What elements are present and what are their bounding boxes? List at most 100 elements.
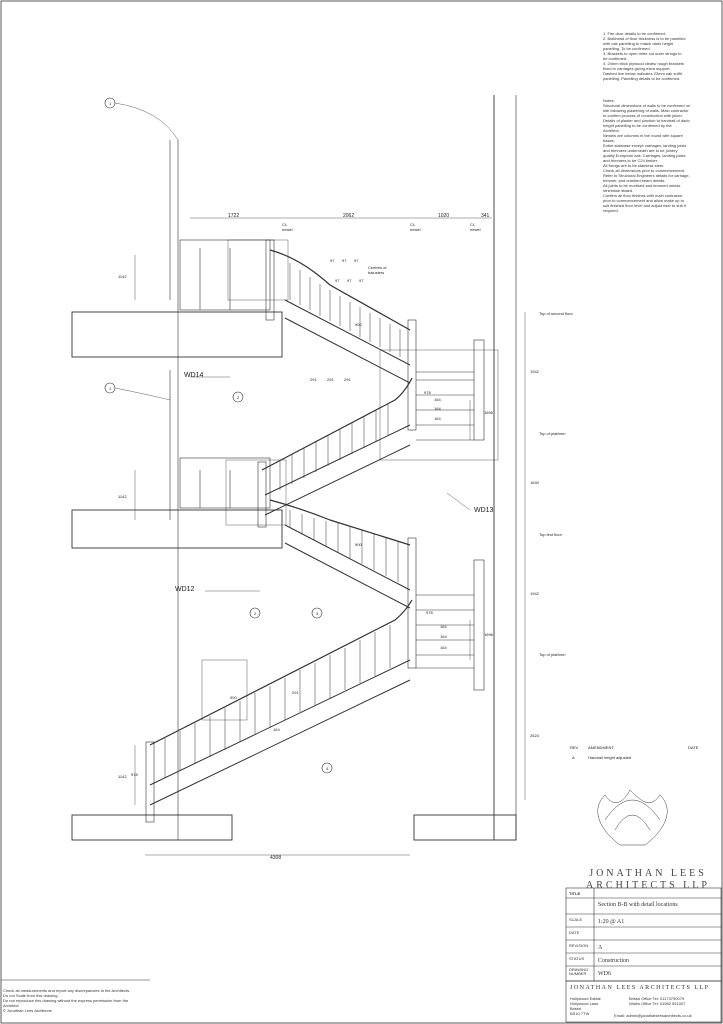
note-line: fixed to carriages giving extra support. — [603, 66, 671, 71]
status-label: STATUS — [569, 956, 585, 961]
dim-900: 900 — [230, 695, 237, 700]
note-line: quality European oak. Carriages, landing… — [603, 153, 686, 158]
dim-1696: 1696 — [484, 632, 493, 637]
note-line: with oak panelling to match dado height — [603, 41, 674, 46]
callout-4: 4 — [326, 766, 329, 771]
callout-1: 1 — [109, 386, 112, 391]
address-line: Bristol — [570, 1006, 582, 1011]
baluster-dim: 97 — [342, 258, 347, 263]
note-line: Entire staircase except carriages, landi… — [603, 143, 687, 148]
callout-2: 2 — [254, 611, 257, 616]
disclaimer-line: Do not Scale from this drawing. — [3, 993, 59, 998]
cl-newel-label: CL newel — [470, 222, 481, 232]
revision-value: A — [598, 945, 603, 951]
cl-newel-label: CL newel — [282, 222, 293, 232]
note-line: be confirmed. — [603, 56, 628, 61]
note-line: prior to commencement and allow make up … — [603, 198, 684, 203]
dim-164: 164 — [434, 397, 441, 402]
note-line: and trimmers underneath are to be joiner… — [603, 148, 678, 153]
dim-164: 164 — [440, 634, 447, 639]
note-line: otherwise stated. — [603, 188, 634, 193]
dim-2062: 2062 — [343, 213, 355, 219]
disclaimer: Check all measurements and report any di… — [3, 988, 130, 1013]
disclaimer-line: Architect — [3, 1003, 19, 1008]
baluster-dim: 97 — [354, 258, 359, 263]
level-dim: 1942 — [530, 369, 539, 374]
note-line: required. — [603, 208, 619, 213]
note-line: 2. Bulkhead of floor thickness is to be … — [603, 36, 686, 41]
dim-978: 978 — [131, 772, 138, 777]
disclaimer-line: Check all measurements and report any di… — [3, 988, 131, 993]
title-label: TITLE — [569, 891, 581, 896]
general-notes: Notes: Structural dimensions of walls to… — [603, 98, 690, 213]
dim-4308: 4308 — [270, 855, 282, 861]
centres-of-balusters-label: Centres of balusters — [368, 265, 387, 275]
detail-ref-wd13: WD13 — [474, 507, 494, 514]
level-label: Top first floor — [539, 532, 562, 537]
office-line: Bristol Office Tel: 01173790079 — [629, 996, 685, 1001]
note-line: panelling. To be confirmed. — [603, 46, 651, 51]
drawing-number-label: DRAWING NUMBER — [569, 967, 589, 976]
firm-name: JONATHAN LEES ARCHITECTS LLP — [573, 868, 723, 892]
level-label: Top of platform — [539, 431, 566, 436]
baluster-dim: 97 — [347, 278, 352, 283]
level-label: Top of second floor — [539, 311, 573, 316]
dim-164: 164 — [273, 727, 280, 732]
dim-900: 900 — [355, 542, 362, 547]
drawing-number-value: WD6 — [598, 971, 611, 977]
address-line: Hollywood Estate — [570, 996, 601, 1001]
revision-col-date: DATE — [688, 745, 699, 750]
dim-164: 164 — [434, 416, 441, 421]
note-line: Refer to Structural Engineers details fo… — [603, 173, 690, 178]
note-line: Confirm all floor finishes with main con… — [603, 193, 683, 198]
note-line: Details of plaster and junction to handr… — [603, 118, 690, 123]
numbered-notes: 1. Fire door details to be confirmed. 2.… — [603, 31, 686, 81]
disclaimer-line: © Jonathan Lees Architects — [3, 1008, 52, 1013]
note-line: height panelling to be confirmed by the — [603, 123, 672, 128]
note-line: panelling. Panelling details to be confi… — [603, 76, 681, 81]
scale-value: 1:20 @ A1 — [598, 919, 625, 925]
dim-978: 978 — [426, 610, 433, 615]
level-label: Top of platform — [539, 652, 566, 657]
footer-email: Email: admin@jonathanleesarchitects.co.u… — [614, 1013, 692, 1018]
address-line: BS10 7TW — [570, 1011, 590, 1016]
callout-3: 3 — [316, 611, 319, 616]
note-line: All joints to be mortised and tenoned un… — [603, 183, 681, 188]
address-line: Hollywood Lane — [570, 1001, 599, 1006]
dim-341: 341 — [481, 213, 490, 219]
disclaimer-line: Do not reproduce this drawing without th… — [3, 998, 129, 1003]
level-dim: 2624 — [530, 733, 539, 738]
note-line: site following plastering of walls. Main… — [603, 108, 689, 113]
firm-name-line1: JONATHAN LEES — [589, 868, 707, 879]
footer-firm-name: JONATHAN LEES ARCHITECTS LLP — [570, 985, 710, 991]
revision-rev: A — [572, 755, 575, 760]
cl-newel-label: CL newel — [410, 222, 421, 232]
level-dim: 1640 — [530, 480, 539, 485]
callout-2: 2 — [237, 395, 240, 400]
baluster-dim: 97 — [359, 278, 364, 283]
note-line: All fixings are to be stainless steel. — [603, 163, 665, 168]
note-line: Structural dimensions of walls to be con… — [603, 103, 691, 108]
note-line: 3. Brackets to open mitre cut outer stri… — [603, 51, 682, 56]
dim-978: 978 — [424, 390, 431, 395]
dim-291: 291 — [292, 690, 299, 695]
office-line: Wales Office Tel: 01982 551007 — [629, 1001, 686, 1006]
revision-col-amendment: AMENDMENT — [588, 745, 614, 750]
dim-1020: 1020 — [438, 213, 450, 219]
date-label: DATE — [569, 930, 580, 935]
footer-offices: Bristol Office Tel: 01173790079 Wales Of… — [629, 996, 685, 1006]
revision-label: REVISION — [569, 943, 589, 948]
dim-1142: 1142 — [118, 274, 127, 279]
firm-name-line2: ARCHITECTS LLP — [586, 880, 710, 891]
note-line: Dashed line below indicates 23mm oak sof… — [603, 71, 682, 76]
dim-1696: 1696 — [484, 410, 493, 415]
level-dim: 1942 — [530, 591, 539, 596]
revision-amendment: Handrail height adjusted — [588, 755, 632, 760]
status-value: Construction — [598, 958, 629, 964]
note-line: to confirm process of construction with … — [603, 113, 683, 118]
callout-1: 1 — [109, 101, 112, 106]
revision-col-rev: REV — [570, 745, 579, 750]
footer-address: Hollywood Estate Hollywood Lane Bristol … — [570, 996, 601, 1016]
dim-900: 900 — [355, 322, 362, 327]
